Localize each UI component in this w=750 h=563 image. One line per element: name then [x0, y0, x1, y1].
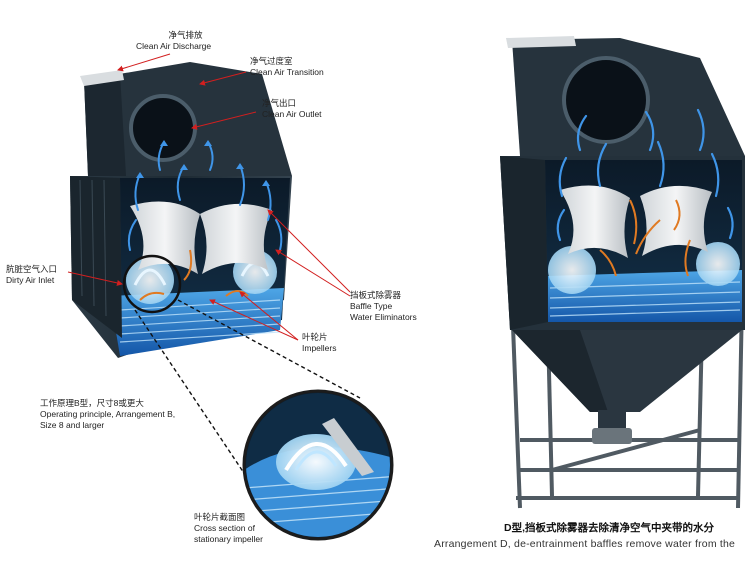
left-callout-lines: [67, 53, 351, 341]
clean-air-outlet-label: 净气出口 Clean Air Outlet: [262, 98, 322, 120]
impellers-cn: 叶轮片: [302, 332, 328, 342]
dirty-air-inlet-label: 肮脏空气入口 Dirty Air Inlet: [6, 264, 57, 286]
impellers-en: Impellers: [302, 343, 337, 353]
baffle-eliminators-en1: Baffle Type: [350, 301, 393, 311]
cross-section-en2: stationary impeller: [194, 534, 263, 544]
cross-section-cn: 叶轮片截面图: [194, 512, 246, 522]
clean-air-transition-en: Clean Air Transition: [250, 67, 324, 77]
cross-section-en1: Cross section of: [194, 523, 255, 533]
zoom-inset: [242, 389, 394, 541]
clean-air-discharge-cn: 净气排放: [168, 30, 203, 40]
operating-principle-label: 工作原理B型，尺寸8或更大 Operating principle, Arran…: [40, 398, 175, 431]
clean-air-outlet-en: Clean Air Outlet: [262, 109, 322, 119]
clean-air-transition-label: 净气过度室 Clean Air Transition: [250, 56, 324, 78]
dirty-air-inlet-cn: 肮脏空气入口: [6, 264, 58, 274]
impellers-label: 叶轮片 Impellers: [302, 332, 336, 354]
caption-chinese: D型,挡板式除雾器去除清净空气中夹带的水分: [504, 522, 714, 534]
caption-english: Arrangement D, de-entrainment baffles re…: [434, 538, 736, 550]
baffle-eliminators-cn: 挡板式除雾器: [350, 290, 402, 300]
operating-principle-en1: Operating principle, Arrangement B,: [40, 409, 176, 419]
right-collector: [500, 36, 745, 509]
clean-air-discharge-label: 净气排放 Clean Air Discharge: [136, 30, 211, 52]
clean-air-outlet-cn: 净气出口: [262, 98, 297, 108]
baffle-eliminators-en2: Water Eliminators: [350, 312, 417, 322]
clean-air-discharge-en: Clean Air Discharge: [136, 41, 212, 51]
operating-principle-cn: 工作原理B型，尺寸8或更大: [40, 398, 144, 408]
clean-air-transition-cn: 净气过度室: [250, 56, 293, 66]
operating-principle-en2: Size 8 and larger: [40, 420, 105, 430]
dirty-air-inlet-en: Dirty Air Inlet: [6, 275, 55, 285]
baffle-eliminators-label: 挡板式除雾器 Baffle Type Water Eliminators: [350, 290, 417, 323]
cross-section-label: 叶轮片截面图 Cross section of stationary impel…: [194, 512, 263, 545]
